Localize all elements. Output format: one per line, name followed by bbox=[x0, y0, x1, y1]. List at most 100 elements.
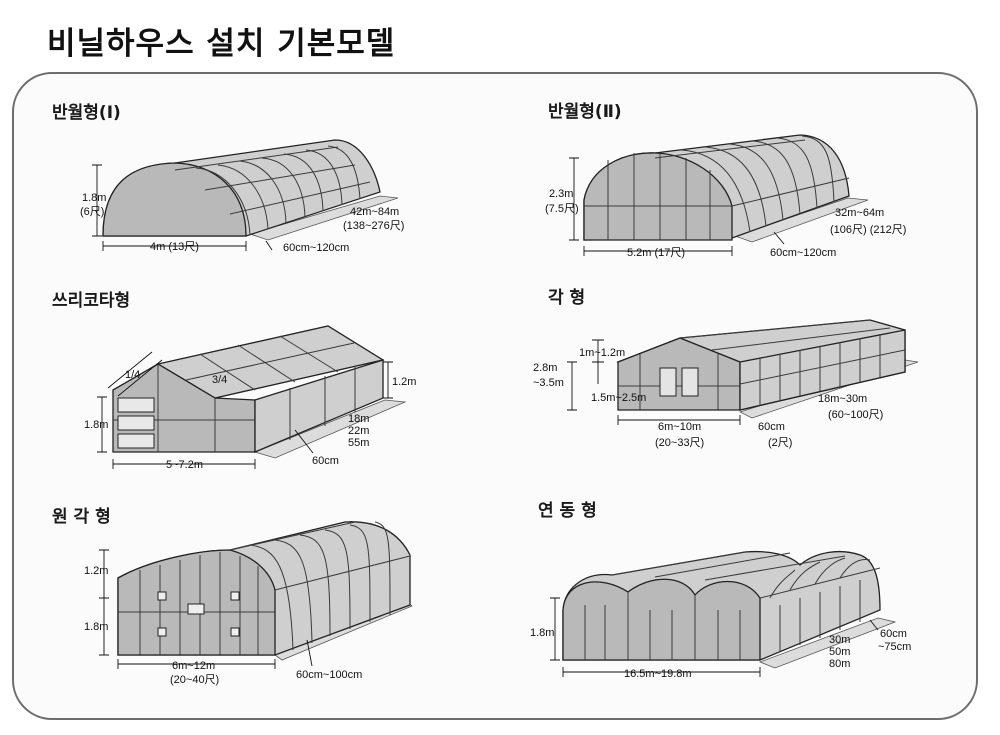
model-title: 연 동 형 bbox=[538, 500, 597, 521]
dim-label: 4m (13尺) bbox=[150, 241, 199, 253]
width-dim bbox=[617, 415, 741, 425]
frame-lines bbox=[618, 319, 906, 410]
door bbox=[659, 367, 677, 397]
dim-label: ~75cm bbox=[878, 641, 911, 653]
width-dim bbox=[583, 246, 733, 256]
dim-label: (6尺) bbox=[80, 206, 104, 218]
spacing-pointer bbox=[265, 240, 273, 251]
dim-label: 1.8m bbox=[84, 419, 108, 431]
dim-label: 2.8m bbox=[533, 362, 557, 374]
spacing-pointer bbox=[294, 429, 314, 454]
front-face bbox=[102, 162, 247, 237]
model-title: 각 형 bbox=[548, 287, 585, 308]
model-square: 각 형 2.8m ~3.5m 1m~1.2m 1.5m~2.5m 6m~10m … bbox=[533, 287, 919, 449]
vent bbox=[157, 627, 167, 637]
model-half-moon-2: 반월형(Ⅱ) 2.3m (7.5尺) 5.2m (17尺) 60cm~120cm… bbox=[545, 101, 906, 259]
dim-label: 1.2m bbox=[392, 376, 416, 388]
dim-label: (106尺) (212尺) bbox=[830, 224, 906, 236]
dim-label: 42m~84m bbox=[350, 206, 399, 218]
dim-label: (7.5尺) bbox=[545, 203, 579, 215]
dim-label: 1.8m bbox=[530, 627, 554, 639]
model-round-square: 원 각 형 1.2m 1.8m 6m~12m (20~40尺) 60cm~100… bbox=[52, 506, 413, 686]
frame-lines bbox=[584, 551, 881, 660]
spacing-pointer bbox=[306, 639, 313, 667]
front-face bbox=[562, 578, 761, 661]
ground-shadow bbox=[253, 399, 407, 459]
dim-label: 5.2m (17尺) bbox=[627, 247, 685, 259]
width-dim bbox=[562, 667, 761, 677]
model-title: 쓰리코타형 bbox=[52, 290, 130, 311]
side-height-dim bbox=[383, 361, 393, 399]
dim-label: 50m bbox=[829, 646, 850, 658]
dim-label: 2.3m bbox=[549, 188, 573, 200]
dim-label: 1.8m bbox=[84, 621, 108, 633]
wall-height-dim bbox=[592, 339, 604, 384]
height-dim bbox=[92, 164, 102, 237]
dim-label: (138~276尺) bbox=[343, 220, 404, 232]
vent bbox=[230, 627, 240, 637]
model-title: 반월형(Ⅱ) bbox=[548, 101, 622, 122]
dim-label: 60cm~120cm bbox=[770, 247, 836, 259]
dim-label: 32m~64m bbox=[835, 207, 884, 219]
dim-label: 60cm~120cm bbox=[283, 242, 349, 254]
ground-shadow bbox=[733, 197, 869, 243]
spacing-pointer bbox=[869, 619, 879, 631]
model-title: 반월형(Ⅰ) bbox=[52, 102, 121, 123]
height-dim bbox=[567, 361, 577, 411]
dim-label: 1m~1.2m bbox=[579, 347, 625, 359]
dim-label: 18m~30m bbox=[818, 393, 867, 405]
page-title: 비닐하우스 설치 기본모델 bbox=[47, 26, 396, 62]
height-dim bbox=[550, 597, 560, 661]
vent bbox=[230, 591, 240, 601]
front-face bbox=[117, 549, 276, 656]
vent bbox=[187, 603, 205, 615]
dim-label: 5~7.2m bbox=[166, 459, 203, 471]
dim-label: (20~33尺) bbox=[655, 437, 704, 449]
dim-label: 60cm bbox=[758, 421, 785, 433]
dim-label: 80m bbox=[829, 658, 850, 670]
roof-fraction: 3/4 bbox=[212, 374, 227, 386]
model-title: 원 각 형 bbox=[52, 506, 111, 527]
dim-label: 1.2m bbox=[84, 565, 108, 577]
dim-label: 60cm~100cm bbox=[296, 669, 362, 681]
dim-label: 16.5m~19.8m bbox=[624, 668, 692, 680]
dim-label: 6m~10m bbox=[658, 421, 701, 433]
model-half-moon-1: 반월형(Ⅰ) 1.8m (6尺) 4m (13尺) 60cm~120cm 42m… bbox=[52, 102, 404, 254]
width-dim bbox=[117, 659, 276, 669]
height-dim bbox=[569, 157, 579, 241]
dim-label: 1.8m bbox=[82, 192, 106, 204]
spacing-pointer bbox=[773, 231, 785, 245]
window bbox=[117, 415, 155, 431]
dim-label: 22m bbox=[348, 425, 369, 437]
frame-lines bbox=[113, 335, 356, 452]
side-wall bbox=[739, 329, 906, 411]
dim-label: (2尺) bbox=[768, 437, 792, 449]
height-dim bbox=[97, 396, 107, 453]
dim-label: (60~100尺) bbox=[828, 409, 883, 421]
height-dim bbox=[99, 549, 109, 656]
dim-label: 60cm bbox=[312, 455, 339, 467]
dim-label: 55m bbox=[348, 437, 369, 449]
dim-label: (20~40尺) bbox=[170, 674, 219, 686]
window bbox=[117, 433, 155, 449]
front-face bbox=[583, 152, 733, 241]
vent bbox=[157, 591, 167, 601]
dim-label: 1.5m~2.5m bbox=[591, 392, 646, 404]
width-dim bbox=[102, 241, 247, 251]
roof-fraction: 1/4 bbox=[125, 369, 140, 381]
dim-label: ~3.5m bbox=[533, 377, 564, 389]
dim-label: 6m~12m bbox=[172, 660, 215, 672]
dim-label: 30m bbox=[829, 634, 850, 646]
roof-dim bbox=[107, 351, 163, 397]
frame-ribs bbox=[584, 135, 850, 240]
ground-shadow bbox=[248, 195, 399, 241]
dim-label: 60cm bbox=[880, 628, 907, 640]
width-dim bbox=[112, 459, 256, 469]
door bbox=[681, 367, 699, 397]
dim-label: 18m bbox=[348, 413, 369, 425]
frame-ribs bbox=[174, 145, 371, 236]
window bbox=[117, 397, 155, 413]
model-multi-span: 연 동 형 1.8m 16.5m~19.8m 30m 50m 80m 60cm … bbox=[530, 500, 911, 680]
model-three-quarter: 쓰리코타형 1.8m 5~7.2m 60cm 1.2m 18m 22m 55m … bbox=[52, 290, 416, 471]
